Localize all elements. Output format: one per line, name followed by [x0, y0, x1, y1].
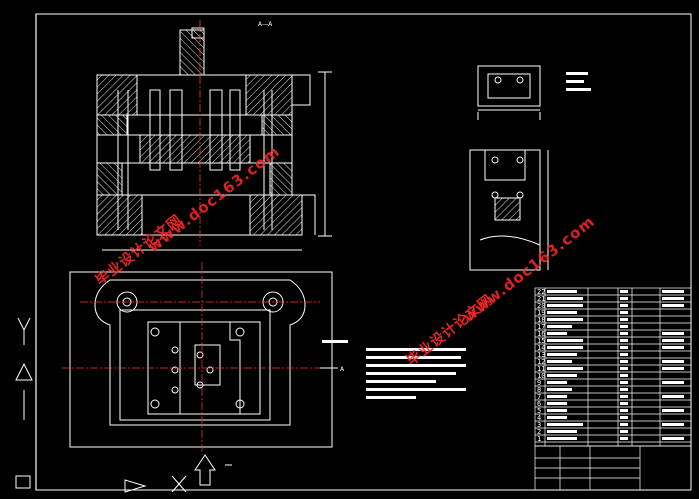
bom-row-number: 20	[537, 302, 546, 310]
part-detail-view	[477, 65, 591, 120]
svg-text:A: A	[340, 366, 345, 373]
bom-row-number: 6	[537, 400, 542, 408]
bom-text-marks	[547, 290, 684, 440]
view-direction-symbols	[124, 475, 187, 493]
technical-notes	[322, 340, 466, 399]
bill-of-materials	[534, 287, 692, 491]
centerlines-plan	[62, 262, 320, 455]
bom-row-number: 8	[537, 386, 542, 394]
bom-row-number: 19	[537, 309, 546, 317]
bom-row-number: 10	[537, 372, 546, 380]
bom-row-number: 2	[537, 428, 542, 436]
bom-row-number: 4	[537, 414, 542, 422]
bom-row-number: 13	[537, 351, 546, 359]
bom-row-number: 3	[537, 421, 542, 429]
bom-row-number: 12	[537, 358, 546, 366]
section-view-aa: A—A	[96, 21, 332, 251]
bom-row-number: 14	[537, 344, 546, 352]
bom-row-number: 21	[537, 295, 546, 303]
strip-layout-view	[469, 149, 549, 271]
bom-row-number: 15	[537, 337, 546, 345]
plan-view: A	[69, 271, 345, 486]
bom-row-number: 5	[537, 407, 542, 415]
section-label-aa: A—A	[258, 21, 273, 28]
bom-row-number: 9	[537, 379, 542, 387]
bom-row-number: 18	[537, 316, 546, 324]
orientation-symbols	[15, 317, 33, 489]
bom-row-number: 11	[537, 365, 546, 373]
bom-row-number: 16	[537, 330, 546, 338]
bom-row-number: 7	[537, 393, 542, 401]
bom-row-number: 22	[537, 288, 546, 296]
bom-row-number: 1	[537, 435, 542, 443]
bom-row-number: 17	[537, 323, 546, 331]
